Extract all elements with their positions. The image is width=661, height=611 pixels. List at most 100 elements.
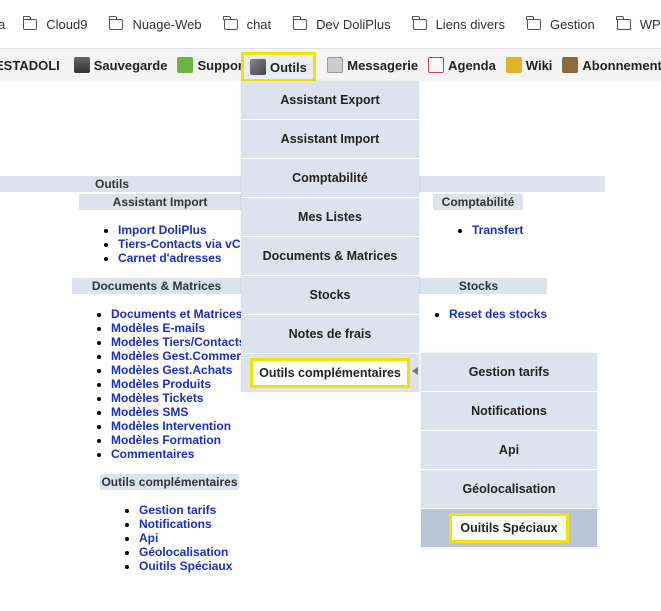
link-modeles-formation[interactable]: Modèles Formation <box>111 433 222 447</box>
dropdown-item-documents-matrices[interactable]: Documents & Matrices <box>241 237 419 276</box>
dropdown-item-assistant-import[interactable]: Assistant Import <box>241 120 419 159</box>
backup-icon <box>73 57 90 73</box>
dropdown-item-label: Outils complémentaires <box>250 358 410 388</box>
menu-item-outils[interactable]: Outils <box>241 52 316 81</box>
link-documents-matrices[interactable]: Documents et Matrices <box>111 307 243 321</box>
list-item: Documents et Matrices <box>111 307 245 321</box>
section-title-stocks: Stocks <box>410 278 547 294</box>
link-modeles-tiers-contacts[interactable]: Modèles Tiers/Contacts <box>111 335 246 349</box>
page-title: Outils <box>95 177 130 191</box>
bookmark-folder-dev-doliplus[interactable]: Dev DoliPlus <box>292 15 391 32</box>
link-modeles-sms[interactable]: Modèles SMS <box>111 405 189 419</box>
outils-complementaires-submenu: Gestion tarifs Notifications Api Géoloca… <box>421 353 597 548</box>
dropdown-item-assistant-export[interactable]: Assistant Export <box>241 81 419 120</box>
list-assistant-import: Import DoliPlus Tiers-Contacts via vC Ca… <box>100 223 241 265</box>
link-import-doliplus[interactable]: Import DoliPlus <box>118 223 207 237</box>
submenu-item-geolocalisation[interactable]: Géolocalisation <box>421 470 597 509</box>
folder-icon <box>223 15 238 30</box>
submenu-item-label: Ouitils Spéciaux <box>449 513 569 543</box>
list-item: Reset des stocks <box>449 307 547 321</box>
dropdown-item-outils-complementaires[interactable]: Outils complémentaires <box>241 354 419 393</box>
menu-item-wiki[interactable]: Wiki <box>505 49 552 81</box>
link-notifications[interactable]: Notifications <box>139 517 212 531</box>
list-item: Modèles E-mails <box>111 321 245 335</box>
list-outils-complementaires: Gestion tarifs Notifications Api Géoloca… <box>121 503 232 573</box>
list-item: Gestion tarifs <box>139 503 232 517</box>
link-reset-stocks[interactable]: Reset des stocks <box>449 307 548 321</box>
submenu-item-ouitils-speciaux[interactable]: Ouitils Spéciaux <box>421 509 597 548</box>
bookmarks-bar: a Cloud9 Nuage-Web chat Dev DoliPlus Lie… <box>0 0 661 49</box>
tools-icon <box>250 59 266 75</box>
list-item: Modèles SMS <box>111 405 245 419</box>
link-gestion-tarifs[interactable]: Gestion tarifs <box>139 503 217 517</box>
dropdown-item-comptabilite[interactable]: Comptabilité <box>241 159 419 198</box>
dropdown-item-mes-listes[interactable]: Mes Listes <box>241 198 419 237</box>
list-item: Modèles Tickets <box>111 391 245 405</box>
dropdown-item-stocks[interactable]: Stocks <box>241 276 419 315</box>
menu-item-messagerie[interactable]: Messagerie <box>327 49 418 81</box>
menu-item-support[interactable]: Support <box>177 49 247 81</box>
link-tiers-contacts-vcard[interactable]: Tiers-Contacts via vC <box>118 237 241 251</box>
list-item: Notifications <box>139 517 232 531</box>
menu-item-abonnement[interactable]: Abonnement <box>562 49 661 81</box>
bookmark-folder-chat[interactable]: chat <box>223 15 271 32</box>
section-title-assistant-import: Assistant Import <box>79 194 241 210</box>
list-item: Ouitils Spéciaux <box>139 559 232 573</box>
list-item: Modèles Tiers/Contacts <box>111 335 245 349</box>
link-commentaires[interactable]: Commentaires <box>111 447 195 461</box>
link-modeles-tickets[interactable]: Modèles Tickets <box>111 391 204 405</box>
folder-icon <box>22 15 38 30</box>
list-item: Import DoliPlus <box>118 223 241 237</box>
section-title-outils-complementaires: Outils complémentaires <box>100 474 239 490</box>
link-modeles-gest-commer[interactable]: Modèles Gest.Commer <box>111 349 242 363</box>
link-modeles-emails[interactable]: Modèles E-mails <box>111 321 206 335</box>
list-item: Transfert <box>472 223 523 237</box>
list-item: Api <box>139 531 232 545</box>
list-documents-matrices: Documents et Matrices Modèles E-mails Mo… <box>93 307 245 461</box>
bookmark-folder-gestion[interactable]: Gestion <box>526 15 595 32</box>
submenu-item-notifications[interactable]: Notifications <box>421 392 597 431</box>
list-item: Modèles Produits <box>111 377 245 391</box>
link-geolocalisation[interactable]: Géolocalisation <box>139 545 229 559</box>
link-modeles-produits[interactable]: Modèles Produits <box>111 377 212 391</box>
dropdown-item-notes-de-frais[interactable]: Notes de frais <box>241 315 419 354</box>
subscription-icon <box>562 57 579 73</box>
submenu-item-gestion-tarifs[interactable]: Gestion tarifs <box>421 353 597 392</box>
bookmark-folder-nuage-web[interactable]: Nuage-Web <box>108 15 202 32</box>
list-item: Carnet d'adresses <box>118 251 241 265</box>
menu-item-estadoli[interactable]: ESTADOLI <box>0 57 60 73</box>
list-item: Commentaires <box>111 447 245 461</box>
section-title-comptabilite: Comptabilité <box>433 194 523 210</box>
link-modeles-intervention[interactable]: Modèles Intervention <box>111 419 232 433</box>
menu-item-sauvegarde[interactable]: Sauvegarde <box>73 49 167 81</box>
link-transfert[interactable]: Transfert <box>472 223 524 237</box>
wiki-icon <box>505 57 522 73</box>
list-item: Modèles Formation <box>111 433 245 447</box>
main-menu-bar: ESTADOLI Sauvegarde Support Messagerie A… <box>0 49 661 81</box>
submenu-arrow-icon <box>412 367 418 375</box>
link-api[interactable]: Api <box>139 531 159 545</box>
link-carnet-adresses[interactable]: Carnet d'adresses <box>118 251 222 265</box>
folder-icon <box>292 15 308 30</box>
outils-dropdown-menu: Assistant Export Assistant Import Compta… <box>241 81 419 393</box>
support-icon <box>177 57 194 73</box>
menu-item-agenda[interactable]: Agenda <box>428 49 496 81</box>
folder-icon <box>108 15 124 30</box>
bookmark-folder-liens-divers[interactable]: Liens divers <box>412 15 505 32</box>
link-modeles-gest-achats[interactable]: Modèles Gest.Achats <box>111 363 233 377</box>
submenu-item-api[interactable]: Api <box>421 431 597 470</box>
bookmark-partial[interactable]: a <box>0 17 5 32</box>
calendar-icon <box>428 57 445 73</box>
link-ouitils-speciaux[interactable]: Ouitils Spéciaux <box>139 559 233 573</box>
list-item: Modèles Intervention <box>111 419 245 433</box>
mail-icon <box>327 57 344 73</box>
folder-icon <box>526 15 541 30</box>
list-item: Géolocalisation <box>139 545 232 559</box>
section-title-documents-matrices: Documents & Matrices <box>72 278 241 294</box>
list-comptabilite: Transfert <box>454 223 523 237</box>
bookmark-folder-cloud9[interactable]: Cloud9 <box>22 15 87 32</box>
list-stocks: Reset des stocks <box>431 307 547 321</box>
folder-icon <box>412 15 427 30</box>
bookmark-folder-wp[interactable]: WP <box>616 15 661 32</box>
